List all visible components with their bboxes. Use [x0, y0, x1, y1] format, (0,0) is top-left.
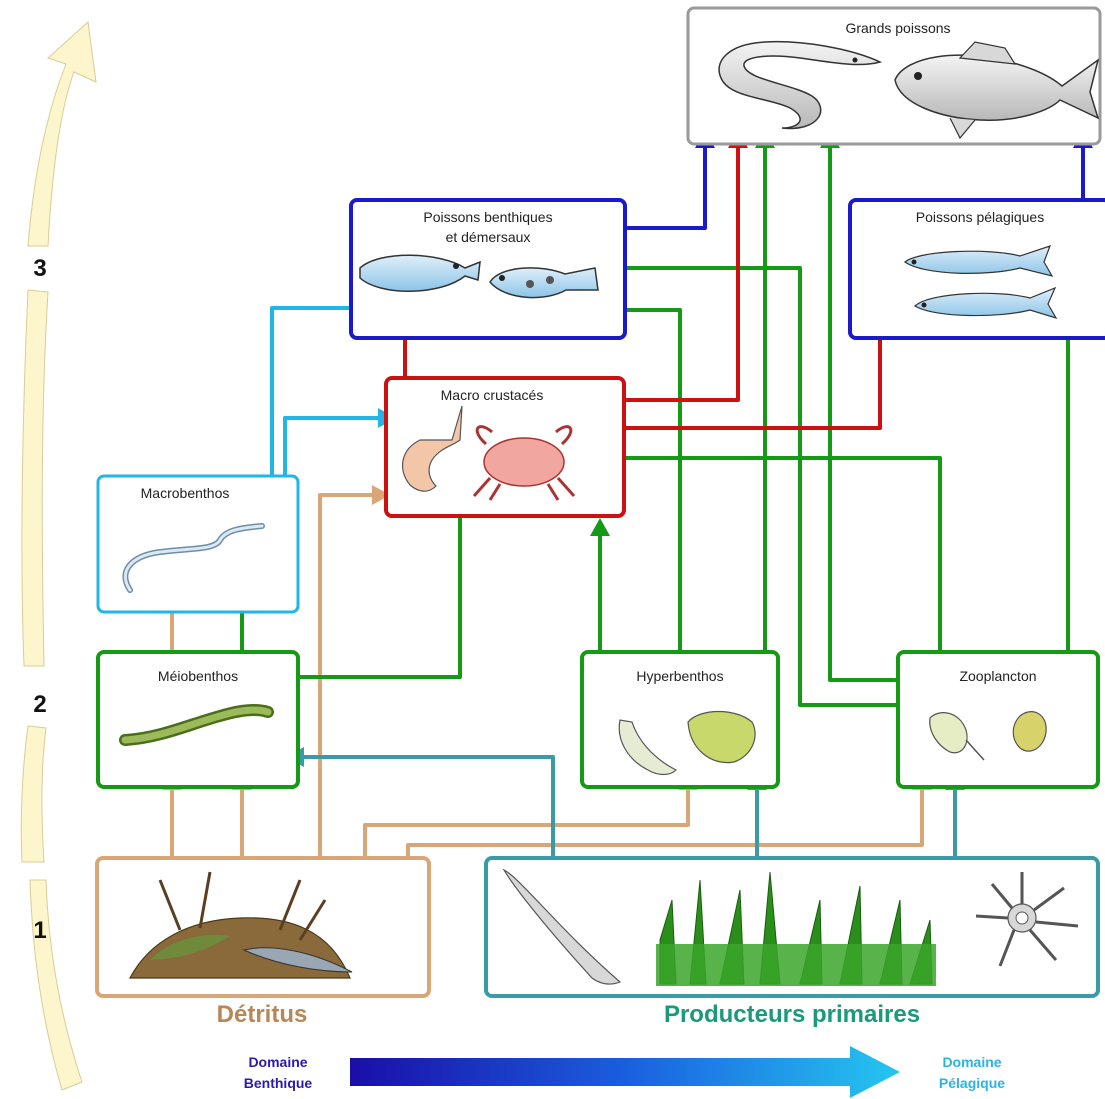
poissons-benthiques-subtitle: et démersaux [446, 229, 531, 245]
trophic-level-1: 1 [33, 917, 46, 944]
domain-gradient-arrow [350, 1046, 900, 1098]
producteurs-primaires-label: Producteurs primaires [664, 1001, 920, 1028]
macrobenthos-title: Macrobenthos [141, 485, 230, 501]
trophic-level-3: 3 [33, 255, 46, 282]
domain-benthic-line2: Benthique [244, 1075, 313, 1091]
domain-pelagic-line1: Domaine [942, 1054, 1001, 1070]
domain-benthic-line1: Domaine [248, 1054, 307, 1070]
meiobenthos-title: Méiobenthos [158, 668, 238, 684]
macro-crustaces-title: Macro crustacés [441, 387, 544, 403]
poissons-pelagiques-title: Poissons pélagiques [916, 209, 1044, 225]
grands-poissons-title: Grands poissons [845, 20, 950, 36]
trophic-level-2: 2 [33, 691, 46, 718]
zooplancton-title: Zooplancton [959, 668, 1036, 684]
larva-icon [1013, 712, 1046, 751]
poissons-benthiques-title: Poissons benthiques [423, 209, 552, 225]
detritus-label: Détritus [217, 1001, 308, 1028]
domain-pelagic-line2: Pélagique [939, 1075, 1005, 1091]
hyperbenthos-title: Hyperbenthos [636, 668, 723, 684]
